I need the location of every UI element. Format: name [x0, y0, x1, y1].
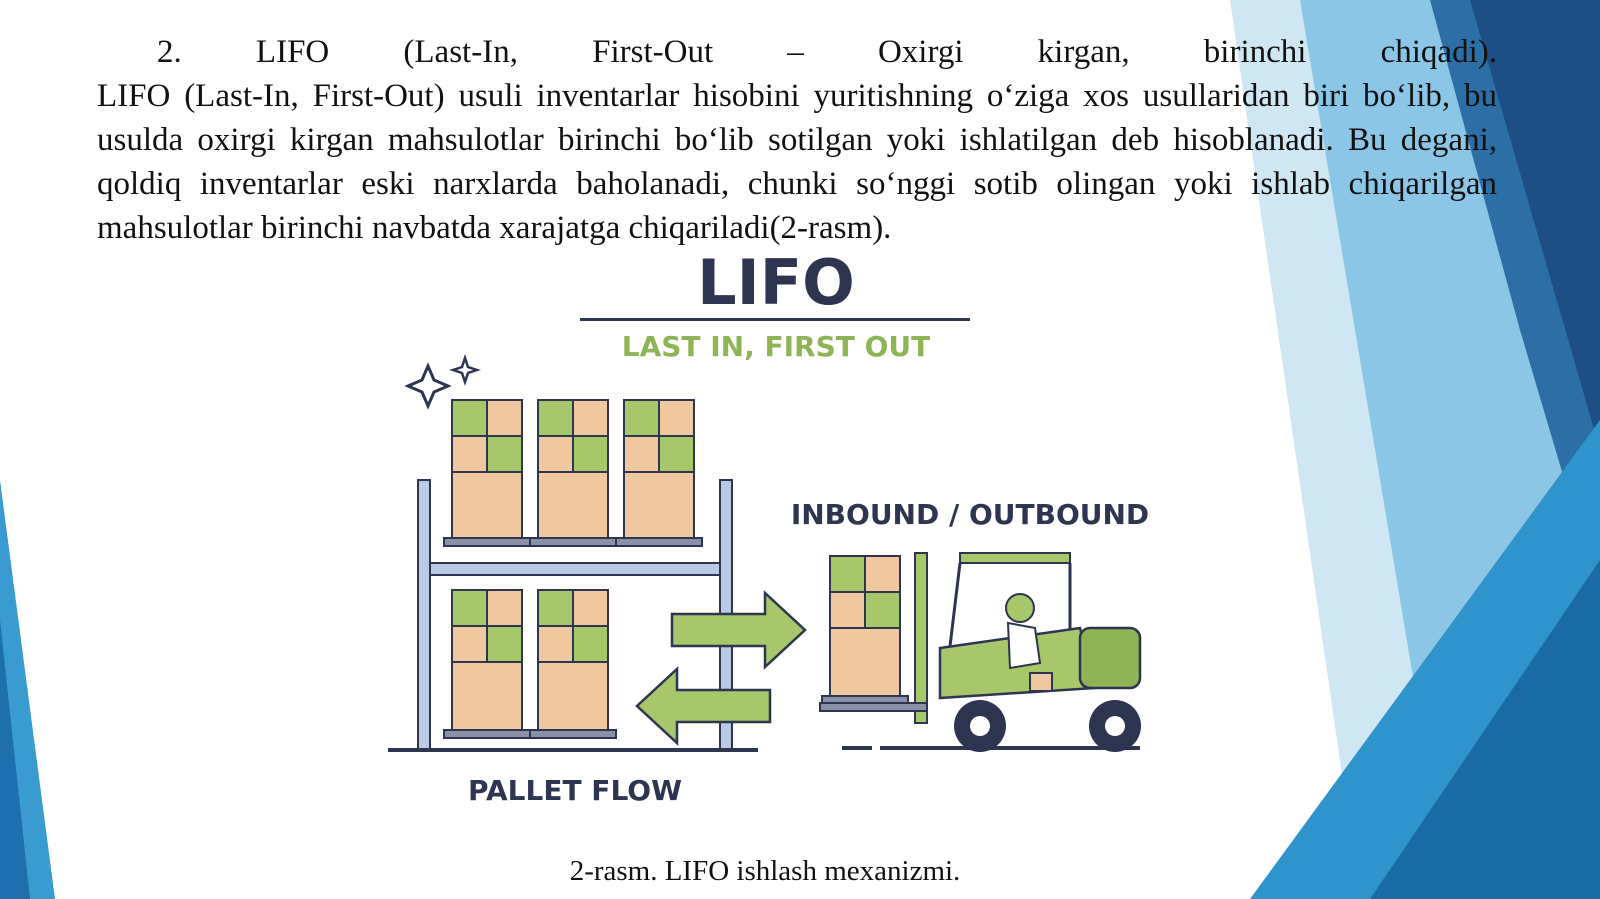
lifo-paragraph: 2. LIFO (Last-In, First-Out – Oxirgi kir… — [97, 30, 1497, 250]
figure-subtitle: LAST IN, FIRST OUT — [622, 330, 931, 363]
paragraph-body: LIFO (Last-In, First-Out) usuli inventar… — [97, 78, 1497, 246]
title-underline — [580, 318, 970, 321]
top-shelf-boxes — [443, 399, 703, 547]
figure-title: LIFO — [697, 248, 855, 319]
inbound-outbound-label: INBOUND / OUTBOUND — [791, 498, 1149, 531]
arrow-left-icon — [635, 666, 772, 746]
sparkle-icon — [404, 362, 452, 410]
pallet-flow-label: PALLET FLOW — [468, 774, 682, 807]
paragraph-heading: 2. LIFO (Last-In, First-Out – Oxirgi kir… — [157, 34, 1497, 70]
figure-caption: 2-rasm. LIFO ishlash mexanizmi. — [569, 855, 961, 887]
forklift-icon — [819, 552, 1142, 752]
bottom-shelf-boxes — [443, 589, 617, 739]
lifo-illustration: LIFO LAST IN, FIRST OUT — [388, 248, 1149, 807]
arrow-right-icon — [670, 590, 807, 670]
sparkle-icon — [449, 354, 481, 386]
forklift-load — [821, 555, 909, 705]
